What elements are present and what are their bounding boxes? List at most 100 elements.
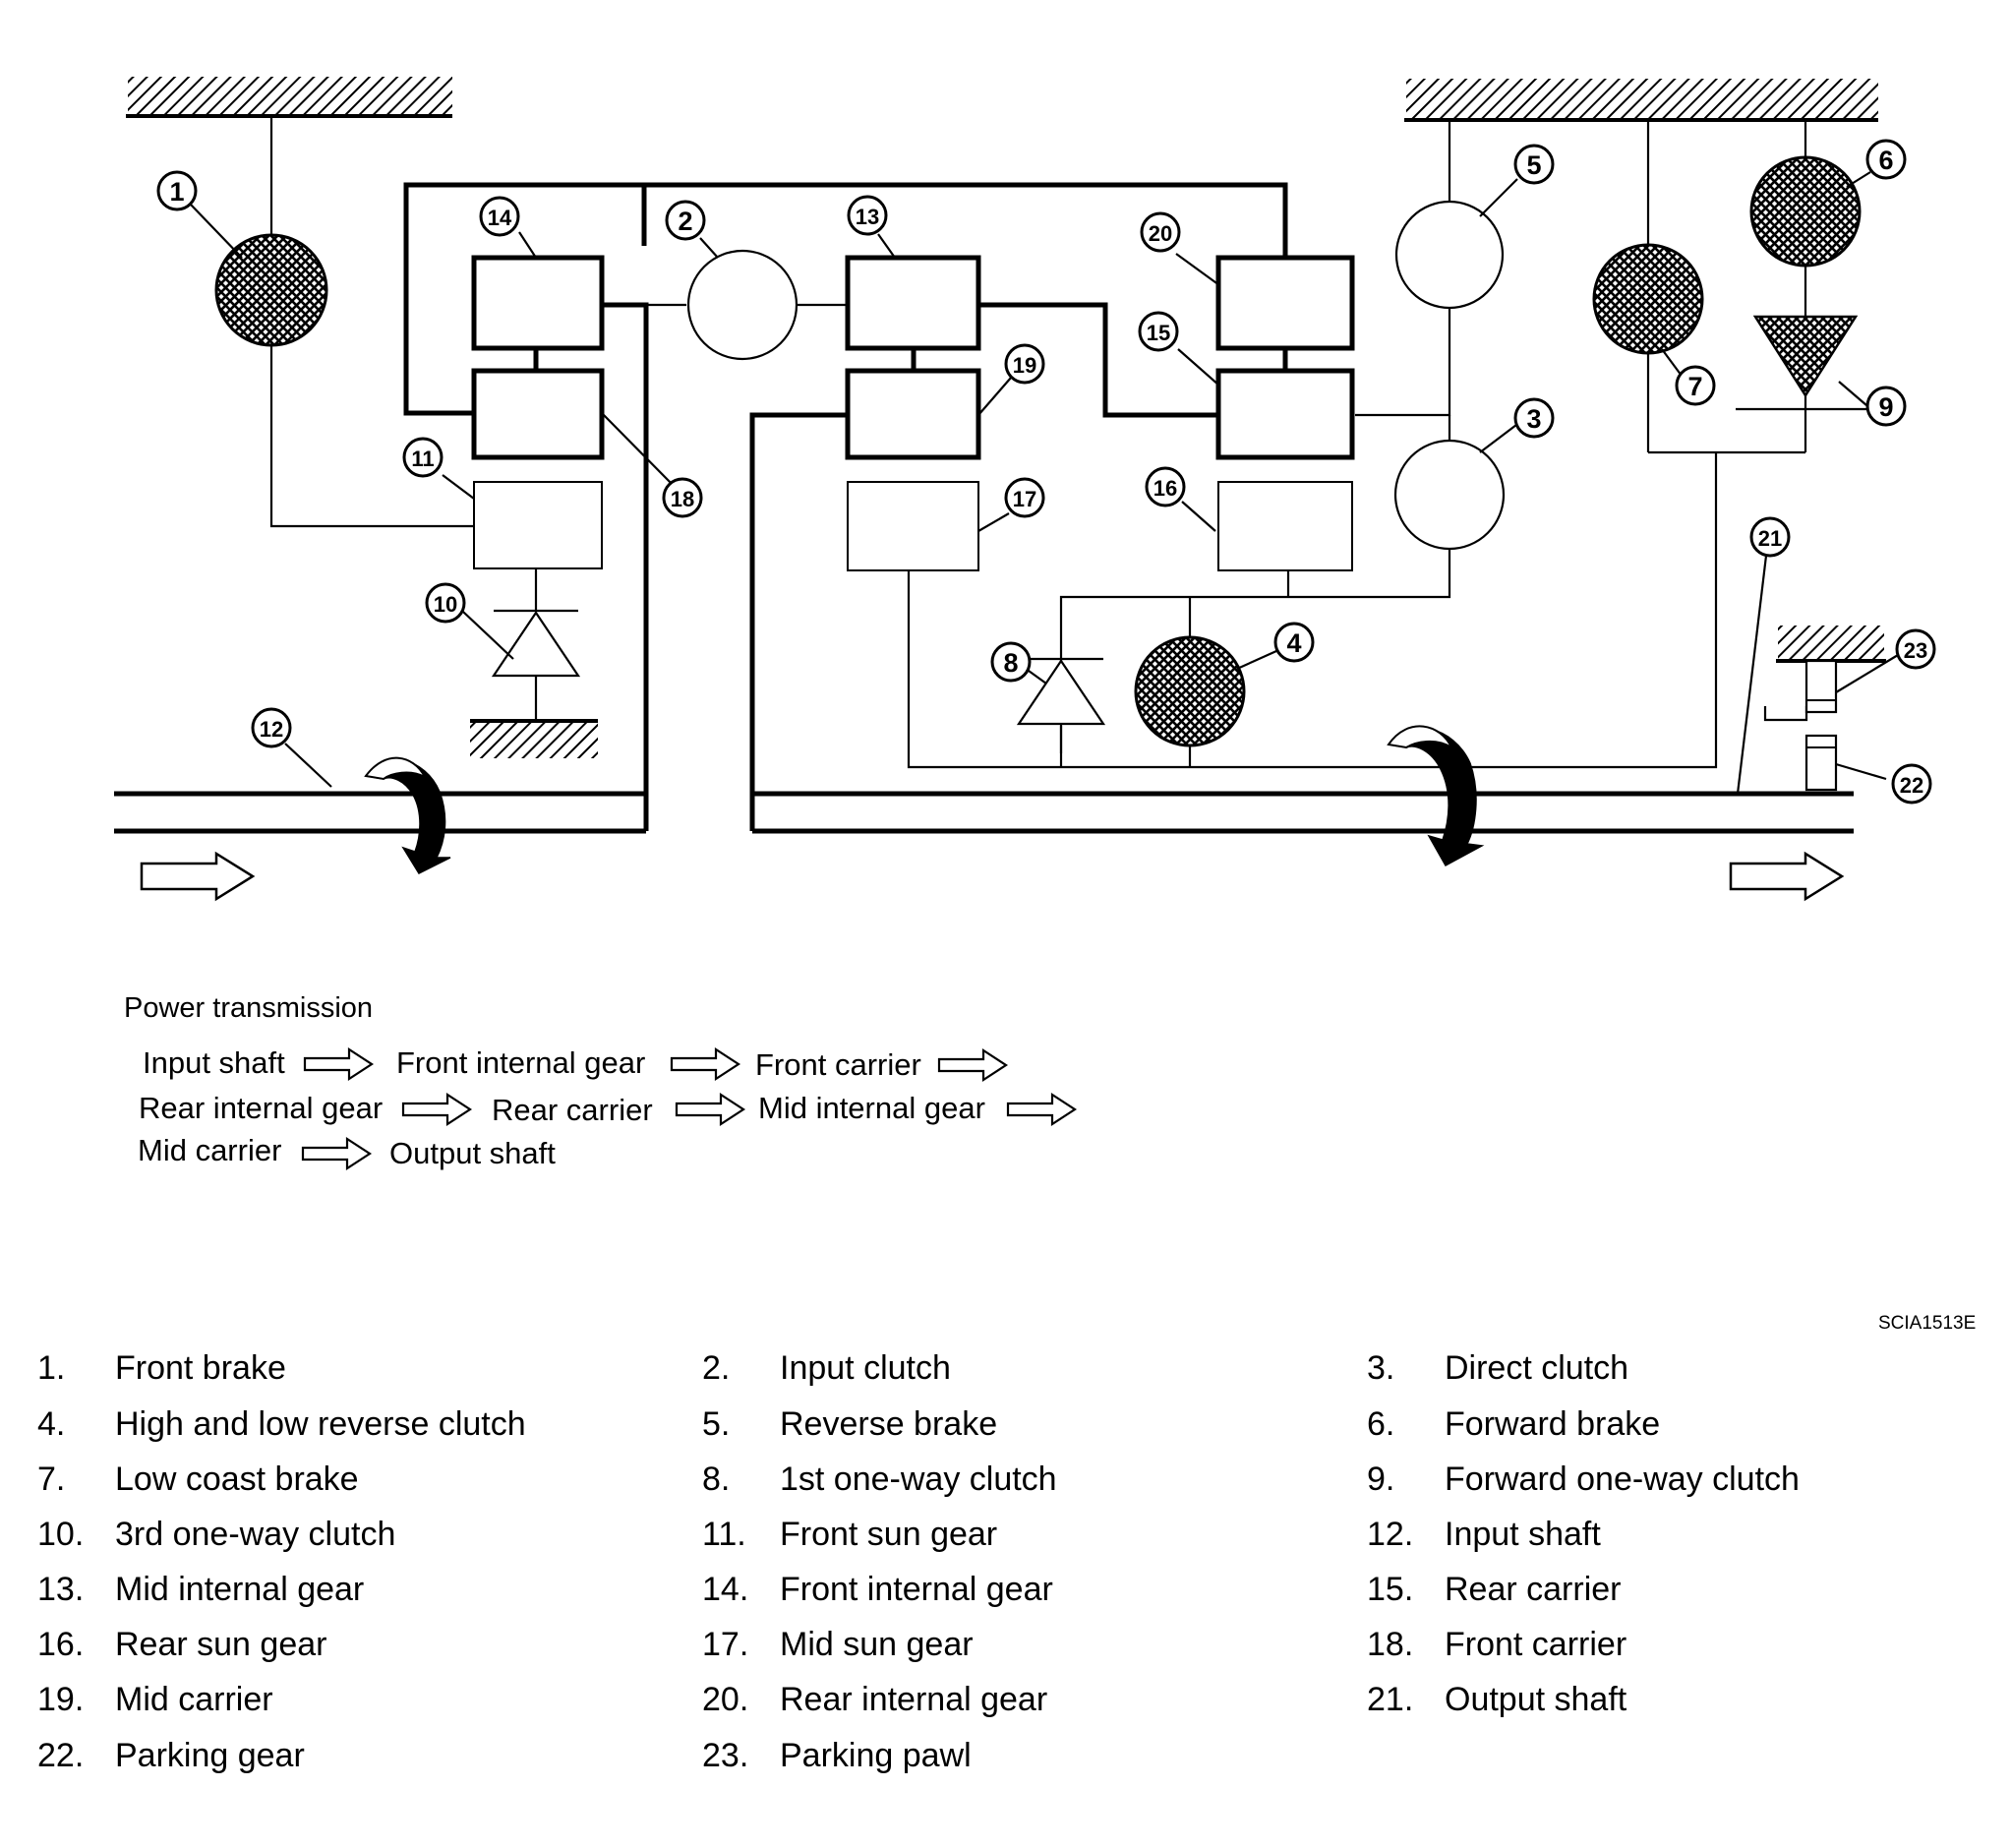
flow-arrow-icon [937,1047,1009,1083]
legend-num: 6. [1367,1405,1395,1443]
legend-num: 19. [37,1681,85,1718]
legend-label: Front sun gear [780,1516,998,1553]
legend-label: Parking gear [115,1737,305,1774]
rotation-arrow-output [1387,725,1485,867]
callout-12-label: 12 [260,717,283,742]
ground-left-top [126,77,452,118]
legend-label: 1st one-way clutch [780,1461,1057,1498]
callout-20: 20 [1140,211,1181,253]
front-brake-symbol [214,233,328,347]
legend-label: Rear carrier [1445,1571,1622,1608]
flow-step-wrap: Mid carrier [138,1133,281,1168]
callout-7-label: 7 [1687,372,1702,401]
legend-label: Forward brake [1445,1405,1661,1443]
callout-23-label: 23 [1904,638,1927,663]
forward-brake-symbol [1749,155,1862,268]
flow-arrow-icon [670,1046,741,1082]
callout-17: 17 [1004,477,1045,518]
callout-2: 2 [665,200,706,241]
legend-num: 8. [702,1461,731,1498]
legend-label: Mid internal gear [115,1571,365,1608]
callout-11: 11 [402,437,444,478]
flow-step-wrap: Rear carrier [492,1093,653,1128]
legend-num: 21. [1367,1681,1414,1718]
callout-9-label: 9 [1878,392,1893,422]
flow-arrow-icon [401,1092,473,1127]
callout-10: 10 [425,582,466,624]
callout-15: 15 [1138,311,1179,352]
rear-carrier-box [1215,368,1355,460]
third-one-way-clutch-symbol [491,609,581,678]
legend-label: Reverse brake [780,1405,998,1443]
legend-label: Input clutch [780,1349,951,1387]
callout-4: 4 [1273,622,1315,663]
legend-label: Direct clutch [1445,1349,1629,1387]
flow-arrow-icon [675,1092,746,1127]
flow-step-wrap: Front carrier [755,1047,921,1083]
callout-7: 7 [1675,365,1716,406]
flow-step: Mid carrier [138,1133,282,1167]
power-flow-row-1: Input shaft [143,1045,285,1081]
callout-23: 23 [1895,628,1936,670]
powertrain-schematic: 1 2 3 4 5 6 7 8 9 10 11 12 13 14 15 16 1… [114,77,1936,902]
parts-legend: 1.Front brake 2.Input clutch 3.Direct cl… [0,1349,2011,1841]
callout-21: 21 [1749,516,1791,558]
legend-label: Front brake [115,1349,286,1387]
power-transmission-title: Power transmission [124,992,374,1024]
rear-sun-gear-box [1217,481,1353,571]
legend-num: 15. [1367,1571,1414,1608]
flow-step-wrap: Mid internal gear [758,1091,985,1126]
callout-1: 1 [156,170,198,211]
mid-sun-gear-box [847,481,979,571]
callout-22-label: 22 [1900,773,1923,798]
flow-arrow-icon [303,1046,375,1082]
legend-num: 13. [37,1571,85,1608]
callout-14-label: 14 [488,206,512,230]
power-flow-arrows [301,1046,1078,1171]
callout-12: 12 [251,707,292,748]
legend-num: 14. [702,1571,749,1608]
mid-internal-gear-box [845,255,981,351]
callout-18: 18 [662,477,703,518]
legend-num: 7. [37,1461,66,1498]
flow-step: Mid internal gear [758,1091,985,1125]
flow-step-wrap: Output shaft [389,1136,556,1171]
flow-step: Front internal gear [396,1045,646,1080]
rear-internal-gear-box [1215,255,1355,351]
legend-num: 4. [37,1405,66,1443]
legend-num: 16. [37,1626,85,1663]
flow-step: Output shaft [389,1136,556,1170]
callout-2-label: 2 [678,207,692,236]
legend-label: Rear internal gear [780,1681,1048,1718]
callout-21-label: 21 [1758,526,1782,551]
legend-label: Rear sun gear [115,1626,327,1663]
legend-num: 23. [702,1737,749,1774]
flow-step: Rear internal gear [139,1091,384,1125]
legend-label: Output shaft [1445,1681,1627,1718]
legend-label: Front carrier [1445,1626,1627,1663]
reverse-brake-symbol [1394,200,1505,310]
ground-one-way-10 [470,719,598,758]
output-flow-arrow [1729,851,1845,902]
callout-3: 3 [1513,397,1555,439]
callout-16: 16 [1145,466,1186,507]
direct-clutch-symbol [1393,439,1506,551]
forward-one-way-clutch-symbol [1752,315,1859,398]
legend-num: 18. [1367,1626,1414,1663]
legend-label: Low coast brake [115,1461,359,1498]
callout-18-label: 18 [671,487,694,511]
legend-num: 10. [37,1516,85,1553]
callout-16-label: 16 [1153,476,1177,501]
callout-9: 9 [1865,386,1907,427]
legend-num: 9. [1367,1461,1395,1498]
leader-lines [190,171,1899,795]
callout-6-label: 6 [1878,146,1893,175]
flow-step: Input shaft [143,1045,285,1080]
input-flow-arrow [140,851,256,902]
legend-label: Mid sun gear [780,1626,974,1663]
callout-10-label: 10 [434,592,457,617]
figure-code: SCIA1513E [1878,1313,1977,1334]
legend-num: 20. [702,1681,749,1718]
legend-num: 12. [1367,1516,1414,1553]
flow-arrow-icon [1006,1092,1078,1127]
